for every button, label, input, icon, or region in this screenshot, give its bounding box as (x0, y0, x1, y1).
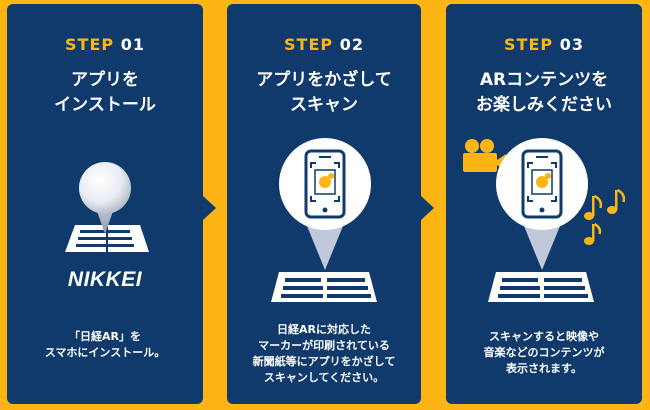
pointer-cone (307, 226, 343, 270)
step-card-02: STEP 02 アプリをかざして スキャン 日経ARに対応した マーカーが印刷さ… (227, 4, 421, 404)
smartphone-icon (521, 149, 563, 219)
scan-illustration (271, 138, 377, 302)
install-illustration (65, 162, 149, 252)
next-arrow-icon (421, 196, 434, 220)
step-title: アプリをかざして スキャン (256, 70, 392, 115)
newspaper-icon (65, 225, 149, 252)
step-card-03: STEP 03 ARコンテンツを お楽しみください (446, 4, 642, 404)
step-title: アプリを インストール (54, 70, 156, 115)
pointer-cone (524, 226, 560, 270)
location-pin-icon (79, 162, 131, 234)
step-heading: STEP 02 (284, 35, 364, 54)
smartphone-icon (304, 149, 346, 219)
step-description: スキャンすると映像や 音楽などのコンテンツが 表示されます。 (483, 330, 605, 375)
step-description: 「日経AR」を スマホにインストール。 (44, 330, 166, 359)
step-title: ARコンテンツを お楽しみください (476, 70, 612, 115)
step-description: 日経ARに対応した マーカーが印刷されている 新聞紙等にアプリをかざして スキャ… (252, 323, 396, 384)
step-heading: STEP 03 (504, 35, 584, 54)
newspaper-icon (271, 272, 377, 302)
next-arrow-icon (203, 196, 216, 220)
newspaper-icon (488, 272, 594, 302)
step-card-01: STEP 01 アプリを インストール NIKKEI (7, 4, 203, 404)
ar-content-illustration (463, 138, 626, 302)
video-camera-icon (463, 139, 506, 172)
music-notes-icon (584, 188, 626, 245)
step-heading: STEP 01 (65, 35, 145, 54)
nikkei-logo: NIKKEI (67, 268, 143, 291)
